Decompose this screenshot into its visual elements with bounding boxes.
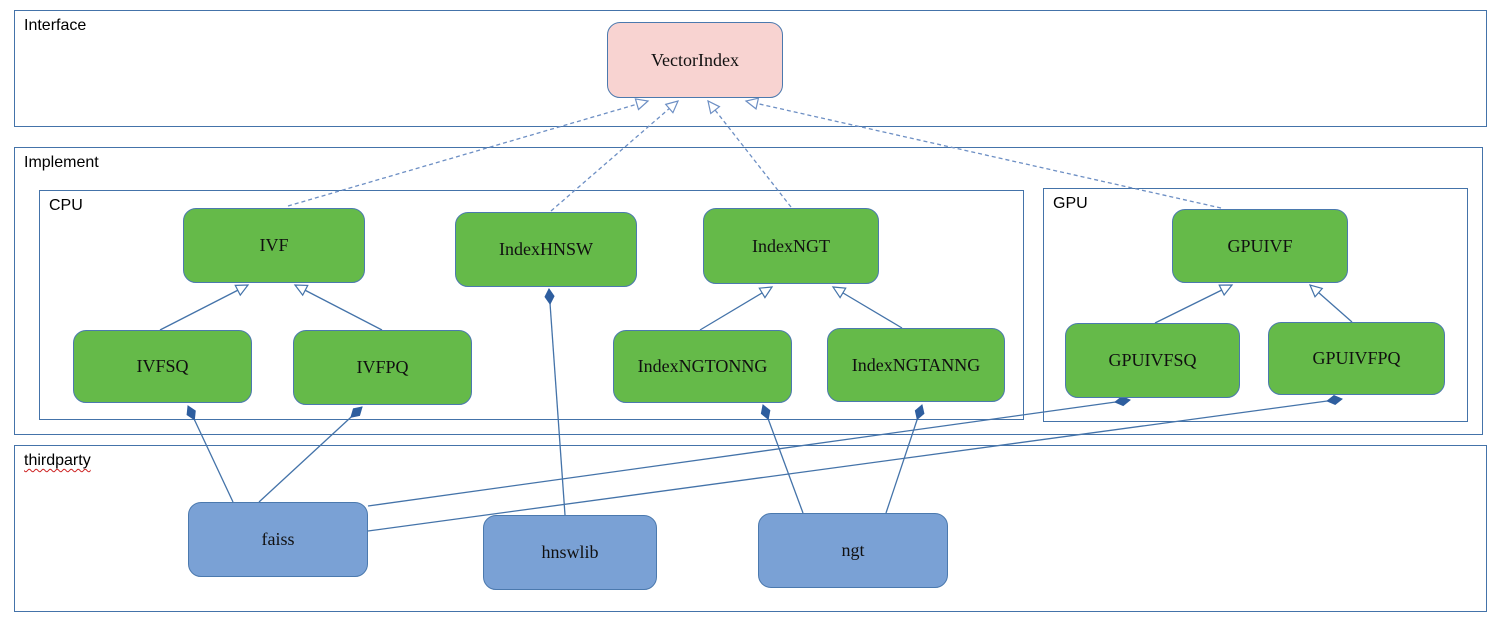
node-indexngt: IndexNGT bbox=[703, 208, 879, 284]
node-ivfpq-label: IVFPQ bbox=[356, 357, 409, 377]
edge-composition-ngt-indexngtanng bbox=[885, 404, 925, 514]
node-indexngtanng: IndexNGTANNG bbox=[827, 328, 1005, 402]
node-gpuivfpq-label: GPUIVFPQ bbox=[1312, 348, 1401, 368]
container-cpu: CPU bbox=[39, 190, 1024, 420]
container-interface: Interface bbox=[14, 10, 1487, 127]
node-indexngtonng: IndexNGTONNG bbox=[613, 330, 792, 403]
node-faiss: faiss bbox=[188, 502, 368, 577]
container-thirdparty-label: thirdparty bbox=[24, 452, 91, 469]
container-cpu-label: CPU bbox=[49, 197, 83, 214]
container-gpu: GPU bbox=[1043, 188, 1468, 422]
edge-generalization-ivfsq-ivf bbox=[159, 284, 250, 331]
edge-composition-faiss-gpuivfpq bbox=[367, 394, 1343, 532]
node-indexngtanng-label: IndexNGTANNG bbox=[851, 354, 981, 375]
node-faiss-label: faiss bbox=[261, 529, 295, 549]
edge-composition-ngt-indexngtonng bbox=[760, 404, 804, 514]
node-hnswlib-label: hnswlib bbox=[541, 542, 599, 562]
edge-composition-hnswlib-indexhnsw bbox=[544, 288, 566, 516]
node-ngt-label: ngt bbox=[841, 540, 865, 560]
node-gpuivf: GPUIVF bbox=[1172, 209, 1348, 283]
edge-generalization-ivfpq-ivf bbox=[293, 284, 383, 331]
node-indexhnsw: IndexHNSW bbox=[455, 212, 637, 287]
node-ngt: ngt bbox=[758, 513, 948, 588]
container-interface-label: Interface bbox=[24, 17, 87, 34]
node-gpuivf-label: GPUIVF bbox=[1227, 235, 1293, 256]
node-ivfpq: IVFPQ bbox=[293, 330, 472, 405]
node-gpuivfsq-label: GPUIVFSQ bbox=[1108, 350, 1197, 370]
container-implement: Implement bbox=[14, 147, 1483, 435]
edge-realization-ivf-vectorindex bbox=[287, 98, 650, 207]
container-thirdparty: thirdparty bbox=[14, 445, 1487, 612]
edge-realization-indexhnsw-vectorindex bbox=[550, 100, 680, 212]
node-ivf: IVF bbox=[183, 208, 365, 283]
node-ivfsq-label: IVFSQ bbox=[136, 356, 189, 376]
edge-composition-faiss-ivfsq bbox=[186, 405, 234, 503]
node-indexhnsw-label: IndexHNSW bbox=[499, 239, 593, 259]
node-gpuivfsq: GPUIVFSQ bbox=[1065, 323, 1240, 398]
node-indexngtonng-label: IndexNGTONNG bbox=[637, 356, 768, 376]
edge-generalization-indexngtonng-indexngt bbox=[699, 286, 774, 331]
node-gpuivfpq: GPUIVFPQ bbox=[1268, 322, 1445, 395]
node-hnswlib: hnswlib bbox=[483, 515, 657, 590]
edge-generalization-indexngtanng-indexngt bbox=[831, 286, 903, 329]
edge-realization-gpuivf-vectorindex bbox=[744, 97, 1222, 209]
edge-realization-indexngt-vectorindex bbox=[707, 99, 792, 208]
container-implement-label: Implement bbox=[24, 154, 99, 171]
node-ivfsq: IVFSQ bbox=[73, 330, 252, 403]
edge-generalization-gpuivfpq-gpuivf bbox=[1308, 284, 1353, 323]
node-indexngt-label: IndexNGT bbox=[752, 235, 830, 256]
container-gpu-label: GPU bbox=[1053, 195, 1088, 212]
edge-composition-faiss-ivfpq bbox=[258, 406, 363, 503]
node-vectorindex-label: VectorIndex bbox=[651, 49, 739, 70]
node-vectorindex: VectorIndex bbox=[607, 22, 783, 98]
edge-composition-faiss-gpuivfsq bbox=[367, 395, 1131, 507]
edge-generalization-gpuivfsq-gpuivf bbox=[1154, 284, 1234, 324]
node-ivf-label: IVF bbox=[259, 235, 289, 255]
